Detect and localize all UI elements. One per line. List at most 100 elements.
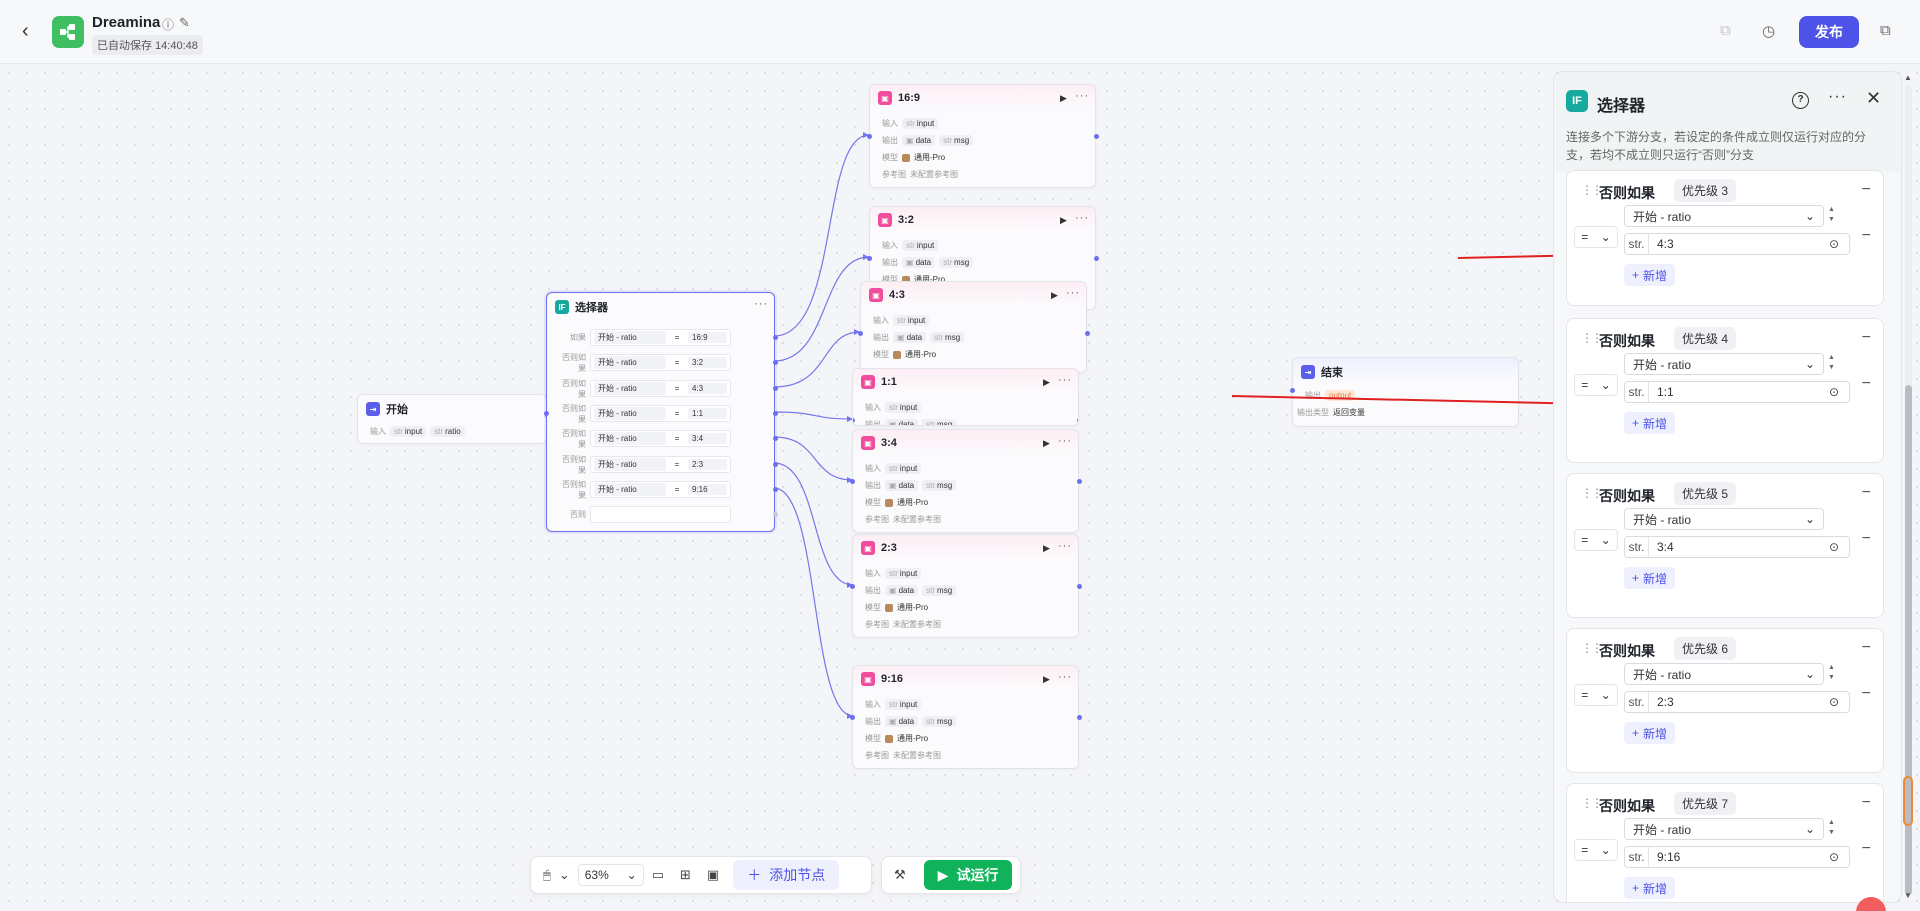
- drag-handle-icon[interactable]: ⋮⋮: [1581, 331, 1603, 345]
- run-node-icon[interactable]: ▶: [1051, 290, 1058, 300]
- reference-icon[interactable]: ⊙: [1829, 385, 1840, 399]
- node-output-port[interactable]: [1077, 715, 1082, 720]
- scroll-down-icon[interactable]: ▼: [1904, 891, 1912, 900]
- avatar[interactable]: [1856, 897, 1886, 911]
- node-more-icon[interactable]: ···: [1058, 374, 1072, 386]
- run-node-icon[interactable]: ▶: [1043, 543, 1050, 553]
- node-more-icon[interactable]: ···: [1075, 212, 1089, 224]
- node-output-port[interactable]: [1077, 479, 1082, 484]
- panel-scrollbar[interactable]: ▲ ▼: [1903, 71, 1913, 903]
- remove-branch-icon[interactable]: −: [1861, 181, 1871, 198]
- remove-condition-icon[interactable]: −: [1861, 530, 1871, 547]
- operator-select[interactable]: =⌄: [1574, 839, 1618, 861]
- selector-output-port[interactable]: [773, 360, 778, 365]
- run-node-icon[interactable]: ▶: [1060, 93, 1067, 103]
- end-input-port[interactable]: [1290, 388, 1295, 393]
- comment-icon[interactable]: ▭: [651, 867, 665, 882]
- node-more-icon[interactable]: ···: [1058, 540, 1072, 552]
- selector-row[interactable]: 否则如果开始 - ratio=9:16: [555, 480, 731, 500]
- value-input[interactable]: str.4:3⊙: [1624, 233, 1850, 255]
- sort-icon[interactable]: ▲▼: [1828, 664, 1835, 681]
- help-icon[interactable]: ?: [1792, 92, 1809, 109]
- layout-icon[interactable]: ⊞: [680, 867, 691, 882]
- reference-icon[interactable]: ⊙: [1829, 540, 1840, 554]
- variable-select[interactable]: 开始 - ratio⌄: [1624, 663, 1824, 685]
- node-output-port[interactable]: [1094, 256, 1099, 261]
- remove-branch-icon[interactable]: −: [1861, 329, 1871, 346]
- condition-card[interactable]: ⋮⋮ 否则如果 优先级 7 − =⌄ 开始 - ratio⌄ ▲▼ str.9:…: [1566, 783, 1884, 902]
- remove-branch-icon[interactable]: −: [1861, 794, 1871, 811]
- variable-select[interactable]: 开始 - ratio⌄: [1624, 205, 1824, 227]
- selector-row[interactable]: 否则如果开始 - ratio=3:4: [555, 429, 731, 449]
- drag-handle-icon[interactable]: ⋮⋮: [1581, 641, 1603, 655]
- selector-input-port[interactable]: [544, 411, 549, 416]
- more-icon[interactable]: ···: [1828, 88, 1847, 105]
- chevron-down-icon[interactable]: ⌄: [558, 867, 570, 882]
- condition-card[interactable]: ⋮⋮ 否则如果 优先级 3 − =⌄ 开始 - ratio⌄ ▲▼ str.4:…: [1566, 170, 1884, 306]
- selector-more-icon[interactable]: ···: [754, 298, 768, 310]
- remove-condition-icon[interactable]: −: [1861, 375, 1871, 392]
- remove-branch-icon[interactable]: −: [1861, 484, 1871, 501]
- run-node-icon[interactable]: ▶: [1043, 377, 1050, 387]
- debug-icon[interactable]: ⚒: [894, 867, 906, 882]
- selector-row[interactable]: 否则如果开始 - ratio=2:3: [555, 455, 731, 475]
- selector-output-port[interactable]: [773, 462, 778, 467]
- node-input-port[interactable]: [858, 331, 863, 336]
- add-condition-button[interactable]: +新增: [1624, 567, 1676, 589]
- operator-select[interactable]: =⌄: [1574, 374, 1618, 396]
- reference-icon[interactable]: ⊙: [1829, 850, 1840, 864]
- test-run-button[interactable]: ▶试运行: [923, 860, 1013, 890]
- selector-output-port[interactable]: [773, 436, 778, 441]
- copy-icon[interactable]: ⧉: [1720, 22, 1731, 39]
- variable-select[interactable]: 开始 - ratio⌄: [1624, 353, 1824, 375]
- node-output-port[interactable]: [1094, 134, 1099, 139]
- variable-select[interactable]: 开始 - ratio⌄: [1624, 508, 1824, 530]
- reference-icon[interactable]: ⊙: [1829, 237, 1840, 251]
- selector-row[interactable]: 否则如果开始 - ratio=1:1: [555, 404, 731, 424]
- condition-card[interactable]: ⋮⋮ 否则如果 优先级 6 − =⌄ 开始 - ratio⌄ ▲▼ str.2:…: [1566, 628, 1884, 773]
- variable-select[interactable]: 开始 - ratio⌄: [1624, 818, 1824, 840]
- node-input-port[interactable]: [850, 584, 855, 589]
- add-node-button[interactable]: ＋添加节点: [733, 860, 840, 890]
- history-icon[interactable]: ◷: [1762, 23, 1776, 40]
- condition-card[interactable]: ⋮⋮ 否则如果 优先级 5 − =⌄ 开始 - ratio⌄ str.3:4⊙ …: [1566, 473, 1884, 618]
- remove-branch-icon[interactable]: −: [1861, 639, 1871, 656]
- run-node-icon[interactable]: ▶: [1043, 674, 1050, 684]
- add-condition-button[interactable]: +新增: [1624, 264, 1676, 286]
- operator-select[interactable]: =⌄: [1574, 529, 1618, 551]
- remove-condition-icon[interactable]: −: [1861, 227, 1871, 244]
- operator-select[interactable]: =⌄: [1574, 684, 1618, 706]
- node-output-port[interactable]: [1085, 331, 1090, 336]
- selector-else-row[interactable]: 否则: [555, 506, 731, 523]
- run-node-icon[interactable]: ▶: [1060, 215, 1067, 225]
- remove-condition-icon[interactable]: −: [1861, 685, 1871, 702]
- value-input[interactable]: str.3:4⊙: [1624, 536, 1850, 558]
- add-condition-button[interactable]: +新增: [1624, 722, 1676, 744]
- window-icon[interactable]: ⧉: [1880, 22, 1891, 39]
- node-input-port[interactable]: [867, 256, 872, 261]
- drag-handle-icon[interactable]: ⋮⋮: [1581, 183, 1603, 197]
- node-input-port[interactable]: [853, 418, 855, 423]
- node-more-icon[interactable]: ···: [1075, 90, 1089, 102]
- node-input-port[interactable]: [867, 134, 872, 139]
- mouse-icon[interactable]: 🖱︎: [543, 867, 551, 882]
- reference-icon[interactable]: ⊙: [1829, 695, 1840, 709]
- selector-row[interactable]: 否则如果开始 - ratio=4:3: [555, 379, 731, 399]
- publish-button[interactable]: 发布: [1799, 16, 1859, 48]
- drag-handle-icon[interactable]: ⋮⋮: [1581, 796, 1603, 810]
- value-input[interactable]: str.9:16⊙: [1624, 846, 1850, 868]
- node-more-icon[interactable]: ···: [1058, 435, 1072, 447]
- drag-handle-icon[interactable]: ⋮⋮: [1581, 486, 1603, 500]
- selector-output-port[interactable]: [773, 487, 778, 492]
- remove-condition-icon[interactable]: −: [1861, 840, 1871, 857]
- back-arrow-icon[interactable]: ‹: [22, 20, 29, 42]
- value-input[interactable]: str.1:1⊙: [1624, 381, 1850, 403]
